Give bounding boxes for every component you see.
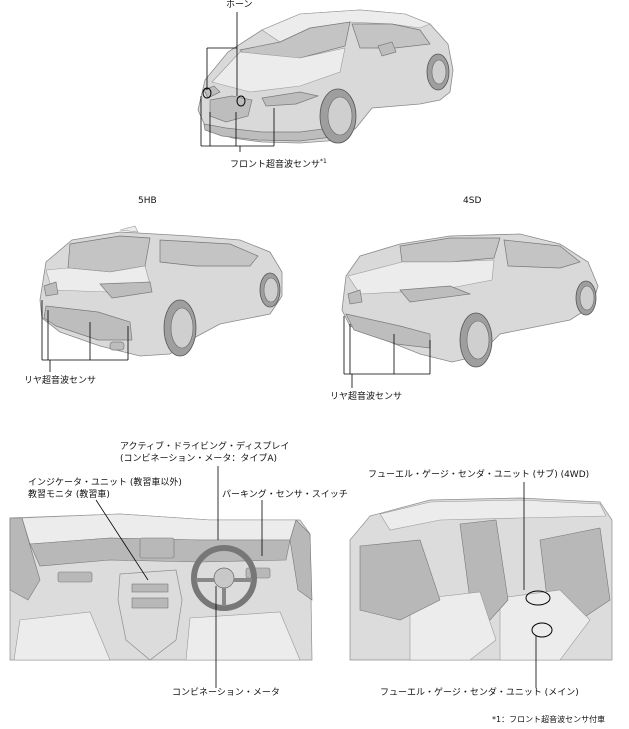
rear-sensor-label-sedan: リヤ超音波センサ (330, 392, 403, 402)
front-car-illustration (197, 9, 454, 144)
hatchback-callout-lines (41, 300, 129, 372)
sedan-callout-lines (343, 316, 431, 388)
sedan-title: 4SD (463, 196, 482, 206)
cabin-callout-lines (523, 482, 537, 688)
indicator-unit-label-line1: インジケータ・ユニット (教習車以外) (28, 478, 182, 488)
fuel-gauge-sender-sub-label: フューエル・ゲージ・センダ・ユニット (サブ) (4WD) (368, 470, 590, 480)
hatchback-title: 5HB (138, 196, 157, 206)
footnote: *1：フロント超音波センサ付車 (492, 715, 606, 724)
cabin-illustration (349, 497, 613, 661)
hatchback-car-illustration (39, 225, 283, 357)
indicator-unit-label-line2: 教習モニタ (教習車) (28, 490, 110, 500)
rear-sensor-label-hatchback: リヤ超音波センサ (24, 376, 97, 386)
combination-meter-label: コンビネーション・メータ (172, 688, 280, 698)
parking-sensor-switch-label: パーキング・センサ・スイッチ (222, 490, 348, 500)
active-driving-display-label-line1: アクティブ・ドライビング・ディスプレイ (120, 442, 290, 452)
dashboard-callout-lines (95, 466, 263, 688)
front-sensor-label: フロント超音波センサ*1 (230, 156, 327, 171)
active-driving-display-label-line2: (コンビネーション・メータ：タイプA) (120, 454, 278, 464)
sedan-car-illustration (341, 233, 599, 368)
dashboard-illustration (9, 513, 313, 661)
front-sensor-text: フロント超音波センサ (230, 160, 321, 170)
horn-label: ホーン (226, 0, 253, 10)
fuel-gauge-sender-main-label: フューエル・ゲージ・センダ・ユニット (メイン) (380, 688, 579, 698)
front-sensor-footnote-mark: *1 (320, 158, 327, 165)
front-callout-lines (200, 12, 275, 152)
